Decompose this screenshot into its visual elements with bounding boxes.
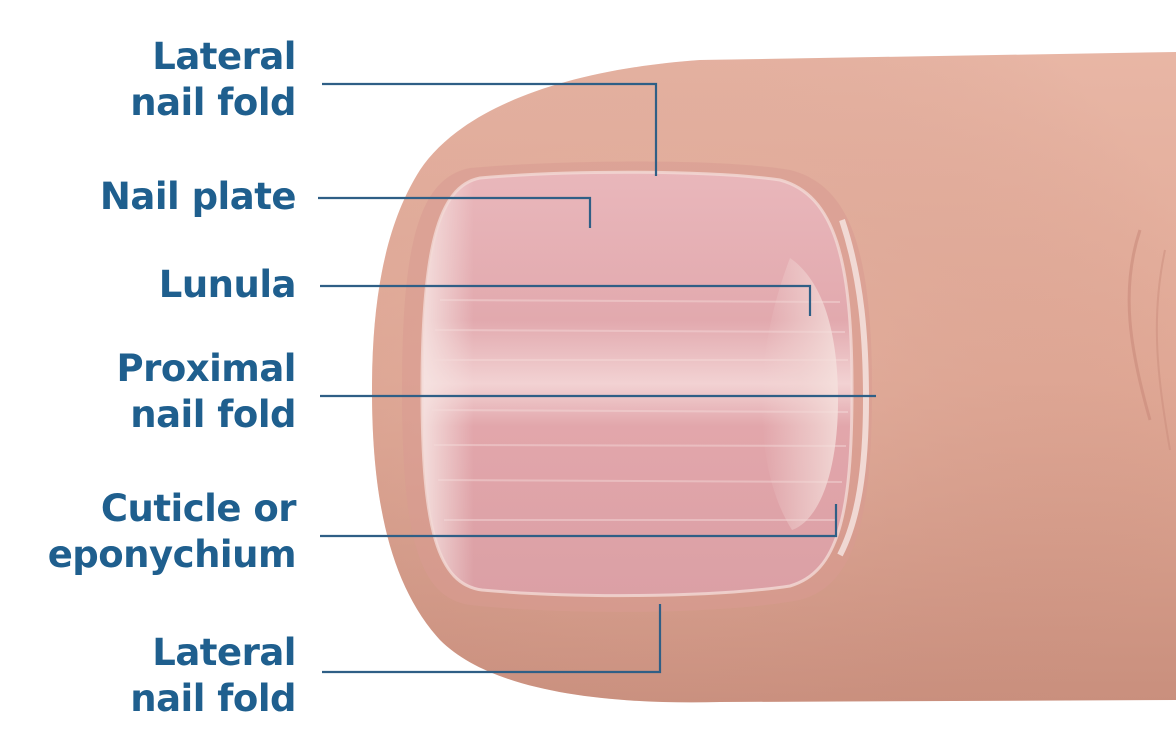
label-line: Proximal xyxy=(116,346,296,392)
label-lateral-nail-fold-bottom: Lateral nail fold xyxy=(130,630,296,722)
label-line: Cuticle or xyxy=(48,486,296,532)
label-line: Nail plate xyxy=(100,174,296,220)
label-line: eponychium xyxy=(48,532,296,578)
label-line: nail fold xyxy=(130,80,296,126)
label-line: nail fold xyxy=(130,676,296,722)
label-proximal-nail-fold: Proximal nail fold xyxy=(116,346,296,438)
label-lunula: Lunula xyxy=(159,262,296,308)
label-lateral-nail-fold-top: Lateral nail fold xyxy=(130,34,296,126)
label-line: Lateral xyxy=(130,34,296,80)
label-line: nail fold xyxy=(116,392,296,438)
label-cuticle-or-eponychium: Cuticle or eponychium xyxy=(48,486,296,578)
label-line: Lunula xyxy=(159,262,296,308)
label-nail-plate: Nail plate xyxy=(100,174,296,220)
label-line: Lateral xyxy=(130,630,296,676)
